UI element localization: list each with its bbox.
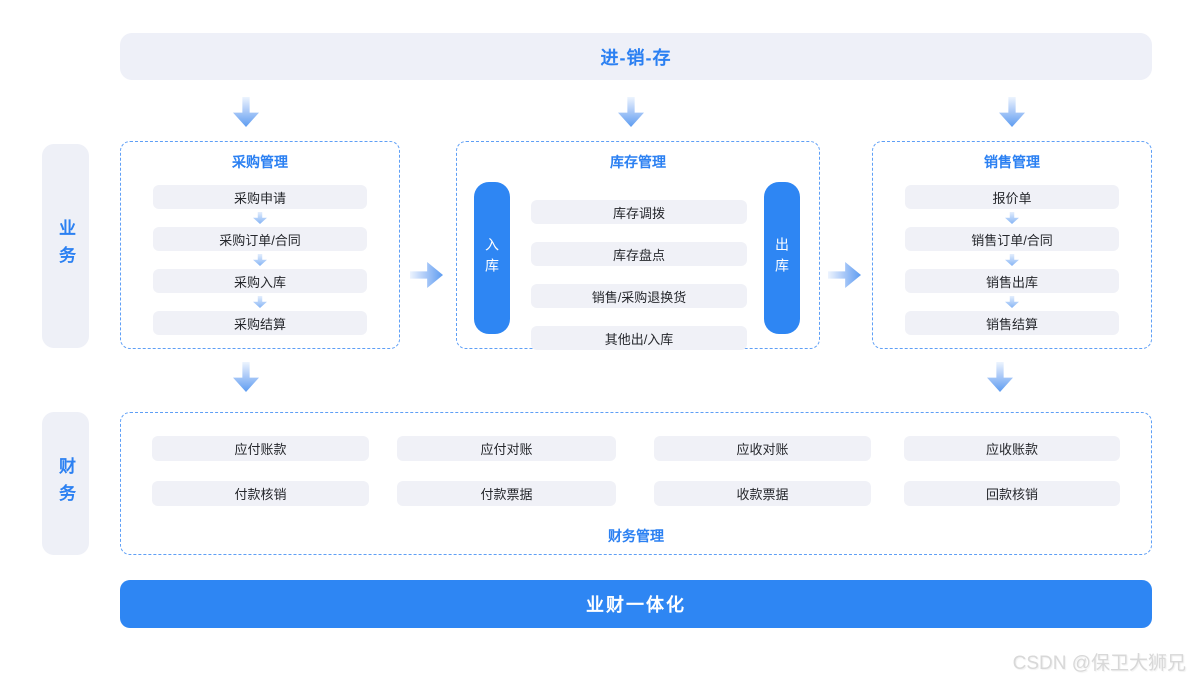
flow-item: 采购订单/合同 [153, 227, 367, 251]
down-arrow-icon [987, 362, 1013, 392]
finance-item: 应付账款 [152, 436, 369, 461]
flow-item: 其他出/入库 [531, 326, 747, 350]
business-side-label-text: 业务 [56, 219, 75, 273]
finance-item: 付款票据 [397, 481, 616, 506]
right-arrow-icon [410, 262, 443, 288]
inventory-title: 库存管理 [610, 154, 666, 170]
flow-item: 库存调拨 [531, 200, 747, 224]
sales-title: 销售管理 [984, 154, 1040, 170]
bottom-banner-label: 业财一体化 [586, 595, 686, 615]
sales-box: 销售管理 报价单 销售订单/合同 销售出库 销售结算 [872, 141, 1152, 349]
mini-down-arrow-icon [1005, 212, 1019, 224]
down-arrow-icon [618, 97, 644, 127]
finance-item: 回款核销 [904, 481, 1120, 506]
mini-down-arrow-icon [1005, 254, 1019, 266]
down-arrow-icon [999, 97, 1025, 127]
down-arrow-icon [233, 362, 259, 392]
mini-down-arrow-icon [253, 212, 267, 224]
finance-item: 应收对账 [654, 436, 871, 461]
purchase-flow: 采购申请 采购订单/合同 采购入库 采购结算 [153, 185, 367, 335]
finance-title: 财务管理 [608, 528, 664, 544]
watermark: CSDN @保卫大狮兄 [1012, 653, 1186, 674]
sales-flow: 报价单 销售订单/合同 销售出库 销售结算 [905, 185, 1119, 335]
finance-item: 付款核销 [152, 481, 369, 506]
finance-item: 应付对账 [397, 436, 616, 461]
finance-item: 收款票据 [654, 481, 871, 506]
finance-box: 应付账款 应付对账 应收对账 应收账款 付款核销 付款票据 收款票据 回款核销 … [120, 412, 1152, 555]
purchase-box: 采购管理 采购申请 采购订单/合同 采购入库 采购结算 [120, 141, 400, 349]
inbound-pill: 入库 [474, 182, 510, 334]
finance-side-label-text: 财务 [56, 456, 75, 511]
finance-side-label: 财务 [42, 412, 89, 555]
flow-item: 库存盘点 [531, 242, 747, 266]
inventory-items: 库存调拨 库存盘点 销售/采购退换货 其他出/入库 [531, 200, 747, 350]
flow-item: 采购结算 [153, 311, 367, 335]
down-arrow-icon [233, 97, 259, 127]
business-side-label: 业务 [42, 144, 89, 348]
flow-item: 报价单 [905, 185, 1119, 209]
flow-item: 采购申请 [153, 185, 367, 209]
inbound-pill-label: 入库 [484, 237, 500, 279]
outbound-pill-label: 出库 [774, 237, 790, 279]
flow-item: 销售订单/合同 [905, 227, 1119, 251]
bottom-banner: 业财一体化 [120, 580, 1152, 628]
flow-item: 销售结算 [905, 311, 1119, 335]
outbound-pill: 出库 [764, 182, 800, 334]
mini-down-arrow-icon [253, 254, 267, 266]
right-arrow-icon [828, 262, 861, 288]
top-banner-label: 进-销-存 [600, 47, 672, 68]
finance-item: 应收账款 [904, 436, 1120, 461]
flow-item: 销售/采购退换货 [531, 284, 747, 308]
mini-down-arrow-icon [253, 296, 267, 308]
flow-item: 采购入库 [153, 269, 367, 293]
flow-item: 销售出库 [905, 269, 1119, 293]
purchase-title: 采购管理 [232, 154, 288, 170]
inventory-box: 库存管理 入库 库存调拨 库存盘点 销售/采购退换货 其他出/入库 出库 [456, 141, 820, 350]
top-banner: 进-销-存 [120, 33, 1152, 80]
mini-down-arrow-icon [1005, 296, 1019, 308]
